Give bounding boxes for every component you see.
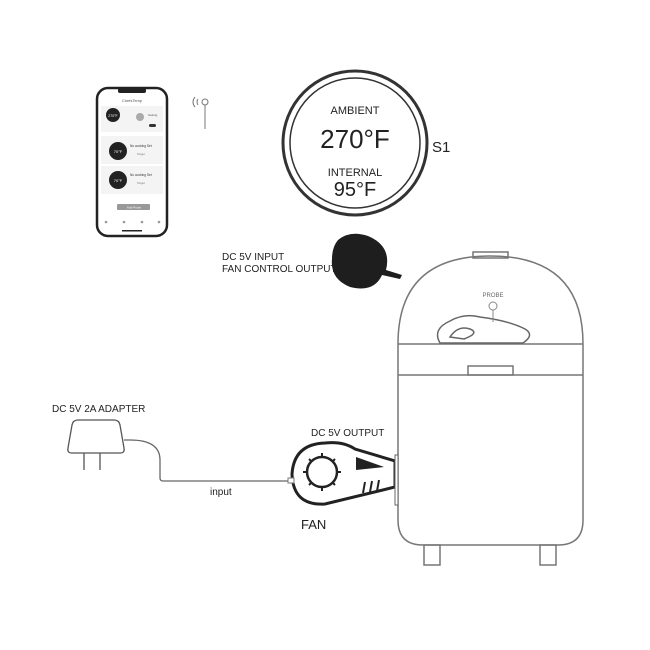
main-temp: 270°F xyxy=(108,114,117,118)
power-adapter xyxy=(67,419,288,482)
ambient-value: 270°F xyxy=(320,124,390,154)
probe-target: Target xyxy=(137,181,145,185)
cable-label: input xyxy=(210,487,232,498)
probe-target: Target xyxy=(137,152,145,156)
add-probe-label: Add Probe xyxy=(127,206,142,210)
probe-icon xyxy=(488,301,498,322)
meat xyxy=(436,314,531,344)
probe-label: PROBE xyxy=(482,293,503,299)
fan-controller xyxy=(331,233,402,289)
probe-card[interactable]: 70°F No cooking Set Target xyxy=(101,166,163,194)
probe-temp: 70°F xyxy=(114,149,123,154)
internal-label: INTERNAL xyxy=(328,167,382,179)
fan-output-label: DC 5V OUTPUT xyxy=(311,428,384,439)
probe-temp: 70°F xyxy=(114,178,123,183)
app-title: ChefsTemp xyxy=(122,98,143,103)
controller-label-1: DC 5V INPUT xyxy=(222,252,284,263)
phone-nav-bar xyxy=(104,220,161,224)
sensor-label: S1 xyxy=(432,139,450,156)
controller-label-2: FAN CONTROL OUTPUT xyxy=(222,264,337,275)
wireless-probe-icon xyxy=(192,96,209,129)
probe-card[interactable]: 70°F No cooking Set Target xyxy=(101,136,163,164)
main-temp-dial xyxy=(106,108,120,122)
internal-value: 95°F xyxy=(334,179,376,201)
probe-status: No cooking Set xyxy=(130,173,152,177)
blower-fan xyxy=(287,441,399,506)
fan-label: FAN xyxy=(301,517,326,532)
setting-label: Setting xyxy=(148,113,158,117)
probe-status: No cooking Set xyxy=(130,144,152,148)
ambient-label: AMBIENT xyxy=(331,105,380,117)
adapter-label: DC 5V 2A ADAPTER xyxy=(52,404,145,415)
smartphone: ChefsTemp 270°F Setting 70°F No cooking … xyxy=(95,86,169,238)
thermometer-display: AMBIENT 270°F INTERNAL 95°F S1 xyxy=(281,69,450,217)
add-probe-button[interactable]: Add Probe xyxy=(117,204,150,210)
kamado-grill xyxy=(397,251,584,566)
